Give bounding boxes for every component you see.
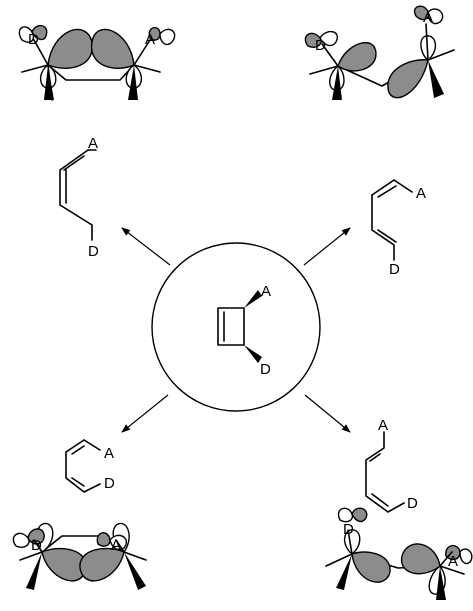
diene-lower-right: A D: [365, 417, 418, 513]
donor-label: D: [28, 31, 39, 48]
diene-upper-right: A D: [371, 179, 426, 278]
acceptor-label: A: [145, 31, 155, 48]
acceptor-label: A: [261, 283, 271, 300]
arrow-lower-right: [304, 394, 351, 433]
reaction-arrows: [121, 227, 351, 433]
arrow-upper-left: [121, 227, 171, 266]
orbital-sketch-top-left: D A: [18, 25, 176, 101]
acceptor-label: A: [448, 553, 458, 570]
acceptor-label: A: [423, 9, 433, 26]
donor-label: D: [88, 243, 99, 260]
donor-label: D: [389, 261, 400, 278]
donor-label: D: [407, 495, 418, 512]
arrow-upper-right: [303, 227, 351, 266]
orbital-sketch-top-right: D A: [304, 5, 455, 100]
acceptor-label: A: [416, 185, 426, 202]
orbital-sketch-bottom-left: D A: [12, 522, 147, 590]
donor-label: D: [104, 475, 115, 492]
diene-upper-left: A D: [59, 135, 99, 260]
acceptor-label: A: [378, 417, 388, 434]
arrow-lower-left: [121, 394, 169, 433]
reactant-circle: [151, 242, 321, 412]
donor-label: D: [343, 521, 354, 538]
donor-label: D: [315, 37, 326, 54]
central-reactant: A D: [151, 242, 321, 412]
donor-label: D: [260, 361, 271, 378]
diene-lower-left: A D: [65, 439, 115, 493]
acceptor-label: A: [104, 445, 114, 462]
acceptor-label: A: [111, 537, 121, 554]
donor-label: D: [31, 537, 42, 554]
orbital-sketch-bottom-right: D A: [325, 507, 473, 600]
acceptor-label: A: [88, 135, 98, 152]
